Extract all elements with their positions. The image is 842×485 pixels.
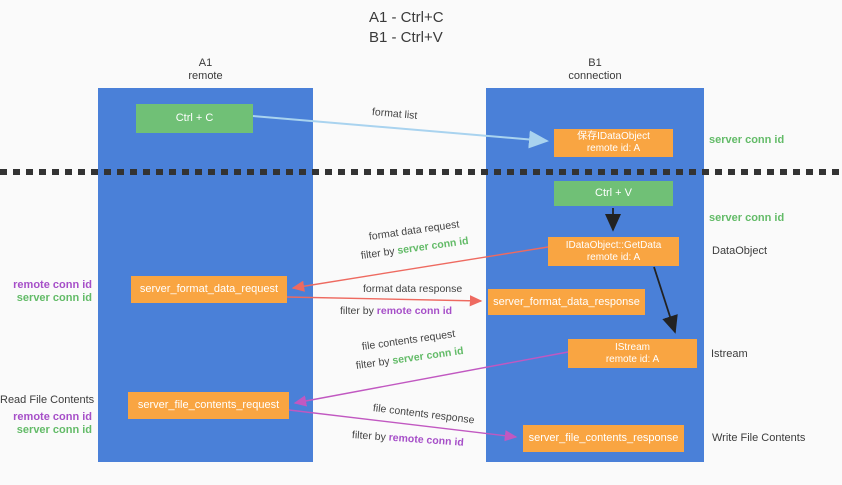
label-format-list: format list (371, 106, 418, 122)
server-conn-id-text: server conn id (396, 234, 470, 257)
column-a1-subtitle: remote (188, 70, 223, 82)
node-istream-line1: IStream (614, 341, 650, 353)
column-a1-name: A1 (198, 57, 213, 69)
column-header-b1: B1 connection (486, 57, 704, 83)
node-server-format-data-response: server_format_data_response (488, 289, 645, 315)
node-server-format-data-request: server_format_data_request (131, 276, 287, 303)
node-idataobject-getdata: IDataObject::GetData remote id: A (548, 237, 679, 266)
node-format-response-label: server_format_data_response (493, 295, 640, 308)
right-label-dataobject: DataObject (712, 245, 768, 257)
node-ctrl-v-label: Ctrl + V (595, 187, 632, 199)
label-filter-by-remote-conn-id-1: filter by remote conn id (340, 305, 452, 317)
node-ctrl-v: Ctrl + V (554, 181, 673, 206)
node-server-file-contents-response: server_file_contents_response (523, 425, 684, 452)
node-save-idataobject: 保存IDataObject remote id: A (554, 129, 673, 157)
filter-by-text: filter by (351, 429, 390, 444)
node-getdata-line1: IDataObject::GetData (565, 239, 662, 251)
left-label-server-conn-id-bottom: server conn id (16, 424, 92, 436)
column-header-a1: A1 remote (98, 57, 313, 83)
right-label-server-conn-id-mid: server conn id (709, 212, 785, 224)
node-ctrl-c: Ctrl + C (136, 104, 253, 133)
filter-by-text: filter by (355, 354, 394, 372)
node-format-request-label: server_format_data_request (139, 283, 279, 295)
title-line-1: A1 - Ctrl+C (369, 9, 444, 26)
right-label-server-conn-id-top: server conn id (709, 134, 785, 146)
filter-by-text: filter by (340, 305, 377, 317)
node-istream-line2: remote id: A (605, 353, 660, 365)
column-b1-name: B1 (588, 57, 602, 69)
node-file-request-label: server_file_contents_request (137, 399, 280, 411)
title-line-2: B1 - Ctrl+V (369, 29, 443, 46)
node-save-idataobject-line1: 保存IDataObject (577, 131, 650, 142)
left-label-read-file-contents: Read File Contents (0, 394, 95, 406)
server-conn-id-text: server conn id (391, 344, 465, 367)
right-label-write-file-contents: Write File Contents (712, 432, 806, 444)
diagram-title: A1 - Ctrl+C B1 - Ctrl+V (369, 8, 444, 48)
filter-by-text: filter by (360, 244, 399, 262)
label-filter-by-remote-conn-id-2: filter by remote conn id (352, 429, 465, 449)
remote-conn-id-text: remote conn id (388, 431, 465, 449)
label-file-contents-response: file contents response (372, 402, 476, 427)
node-istream: IStream remote id: A (568, 339, 697, 368)
machine-boundary-dotted-line (0, 169, 842, 175)
column-b1-subtitle: connection (568, 70, 622, 82)
label-format-data-response: format data response (363, 283, 463, 295)
right-label-istream: Istream (711, 348, 748, 360)
node-file-response-label: server_file_contents_response (528, 432, 679, 444)
remote-conn-id-text: remote conn id (376, 305, 453, 317)
node-ctrl-c-label: Ctrl + C (175, 112, 214, 124)
left-label-remote-conn-id-mid: remote conn id (13, 279, 92, 291)
left-label-server-conn-id-mid: server conn id (16, 292, 92, 304)
arrow-format-data-response (286, 295, 483, 307)
node-save-idataobject-line2: remote id: A (586, 143, 641, 154)
node-getdata-line2: remote id: A (586, 251, 641, 263)
left-label-remote-conn-id-bottom: remote conn id (13, 411, 92, 423)
node-server-file-contents-request: server_file_contents_request (128, 392, 289, 419)
